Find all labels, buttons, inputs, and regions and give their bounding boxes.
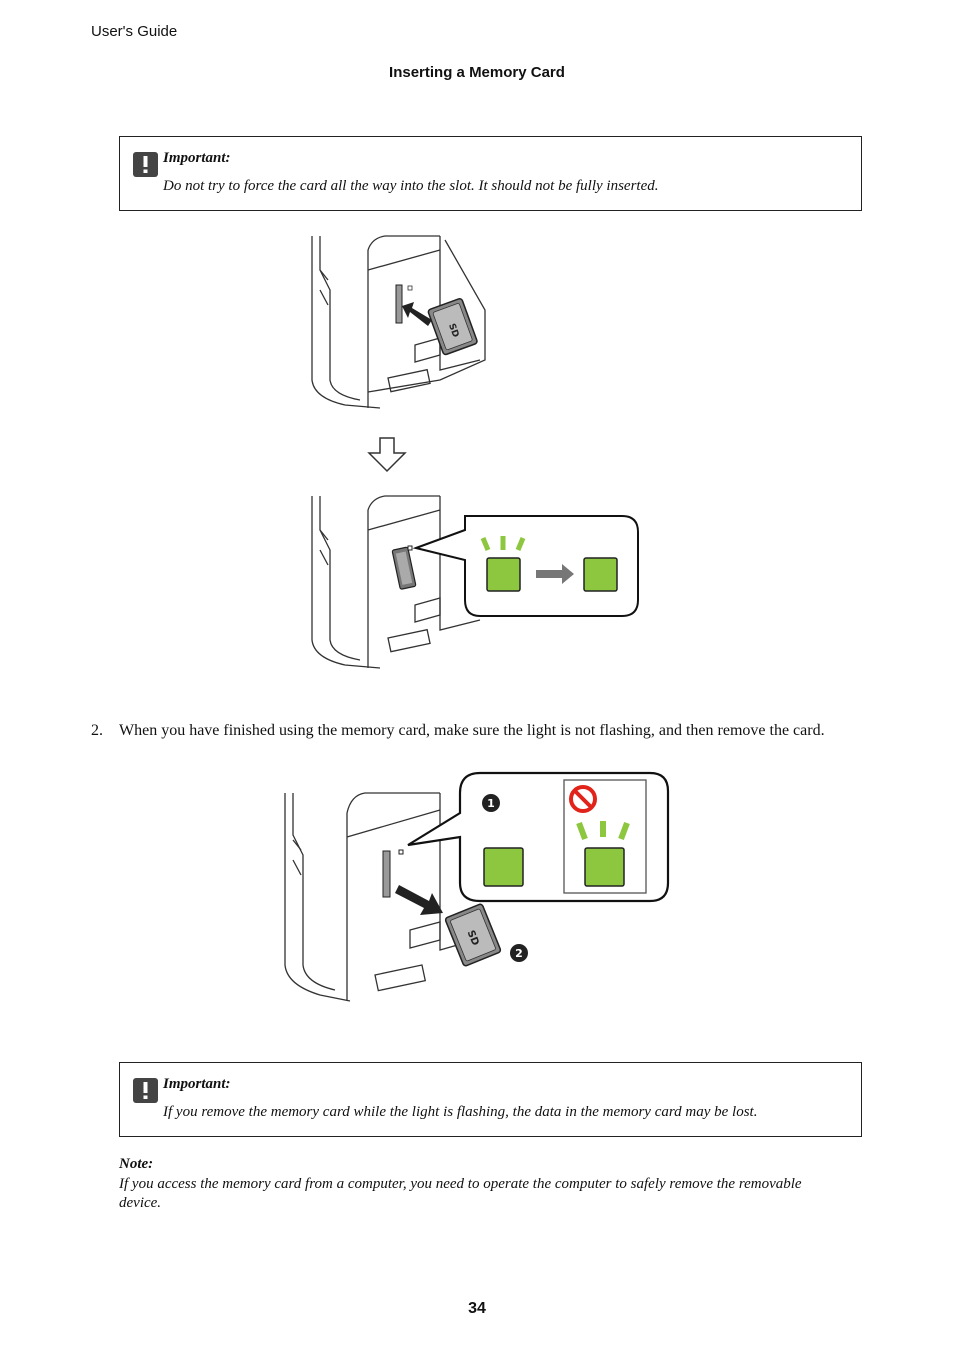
important-text: Do not try to force the card all the way…	[163, 178, 659, 194]
important-text: If you remove the memory card while the …	[163, 1104, 758, 1120]
guide-title: User's Guide	[91, 23, 178, 40]
important-title: Important:	[163, 150, 231, 166]
down-arrow-icon	[367, 437, 407, 473]
svg-text:SD: SD	[446, 322, 460, 339]
step-number: 2.	[91, 722, 103, 739]
callout-number-2: 2	[515, 947, 523, 960]
important-title: Important:	[163, 1076, 231, 1092]
warning-icon	[133, 152, 158, 177]
note-title: Note:	[119, 1156, 154, 1172]
important-box-1: Important: Do not try to force the card …	[119, 136, 862, 211]
card-remove-illustration: 1 2 SD	[284, 771, 670, 1002]
card-insert-illustration: SD	[311, 235, 486, 409]
callout-number-1: 1	[487, 797, 495, 810]
step-text: When you have finished using the memory …	[119, 722, 825, 739]
warning-icon	[133, 1078, 158, 1103]
card-inserted-illustration	[311, 495, 639, 669]
important-box-2: Important: If you remove the memory card…	[119, 1062, 862, 1137]
section-title: Inserting a Memory Card	[389, 64, 565, 81]
note-text: If you access the memory card from a com…	[119, 1176, 802, 1211]
svg-text:SD: SD	[465, 929, 481, 948]
page-number: 34	[468, 1300, 486, 1317]
prohibited-icon	[569, 785, 597, 813]
